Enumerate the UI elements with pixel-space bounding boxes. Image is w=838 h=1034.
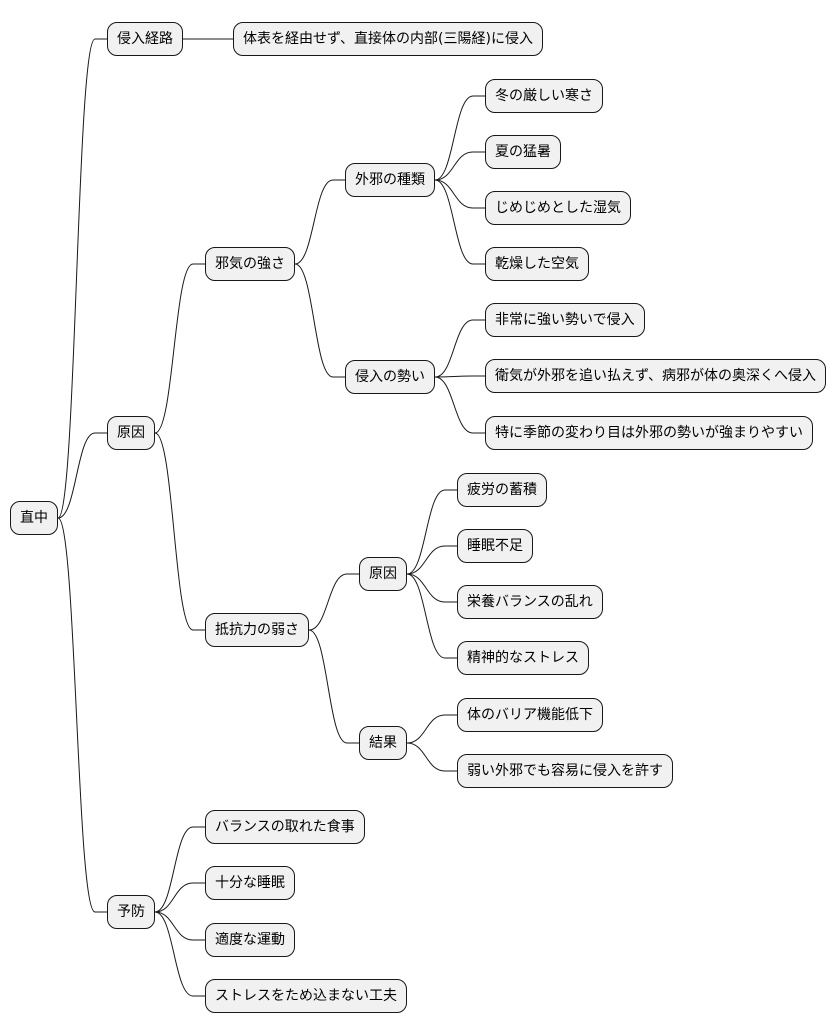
leaf-defensive-qi-fails: 衛気が外邪を追い払えず、病邪が体の奥深くへ侵入 <box>485 359 827 393</box>
connector-node-cause-to-node-weak-resistance <box>154 432 205 631</box>
connector-root-node-to-node-cause <box>57 432 107 519</box>
connector-node-resistance-cause-to-leaf-mental-stress <box>406 573 457 659</box>
leaf-winter-cold: 冬の厳しい寒さ <box>485 79 603 113</box>
connector-node-resistance-cause-to-leaf-nutrition-imbalance <box>406 573 457 603</box>
node-invasion-force: 侵入の勢い <box>345 360 435 394</box>
node-cause: 原因 <box>107 416 155 450</box>
leaf-moderate-exercise: 適度な運動 <box>205 923 295 957</box>
leaf-nutrition-imbalance: 栄養バランスの乱れ <box>457 585 603 619</box>
leaf-enough-sleep: 十分な睡眠 <box>205 866 295 900</box>
connector-node-prevention-to-leaf-stress-management <box>154 911 205 997</box>
leaf-season-change: 特に季節の変わり目は外邪の勢いが強まりやすい <box>485 416 813 450</box>
node-prevention: 予防 <box>107 895 155 929</box>
connector-node-resistance-result-to-leaf-barrier-decline <box>406 714 457 744</box>
connector-node-pathogen-types-to-leaf-dry-air <box>434 179 485 265</box>
connector-node-invasion-force-to-leaf-defensive-qi-fails <box>434 375 485 378</box>
connector-node-prevention-to-leaf-enough-sleep <box>154 882 205 913</box>
leaf-fatigue: 疲労の蓄積 <box>457 473 547 507</box>
node-resistance-result: 結果 <box>359 726 407 760</box>
leaf-strong-invasion: 非常に強い勢いで侵入 <box>485 303 645 337</box>
node-pathogen-types: 外邪の種類 <box>345 163 435 197</box>
node-route-detail: 体表を経由せず、直接体の内部(三陽経)に侵入 <box>233 22 543 56</box>
leaf-stress-management: ストレスをため込まない工夫 <box>205 979 407 1013</box>
node-invasion-route: 侵入経路 <box>107 22 183 56</box>
connector-node-pathogen-types-to-leaf-summer-heat <box>434 151 485 181</box>
connector-node-pathogen-types-to-leaf-winter-cold <box>434 95 485 181</box>
leaf-sleep-deprivation: 睡眠不足 <box>457 529 533 563</box>
connector-node-pathogen-types-to-leaf-humidity <box>434 179 485 209</box>
connector-node-prevention-to-leaf-balanced-diet <box>154 826 205 913</box>
node-evil-qi-strength: 邪気の強さ <box>205 247 295 281</box>
leaf-dry-air: 乾燥した空気 <box>485 247 589 281</box>
root-node: 直中 <box>10 501 58 535</box>
connector-node-evil-qi-strength-to-node-invasion-force <box>294 263 345 378</box>
connector-node-cause-to-node-evil-qi-strength <box>154 263 205 434</box>
leaf-balanced-diet: バランスの取れた食事 <box>205 810 365 844</box>
node-resistance-cause: 原因 <box>359 557 407 591</box>
connector-node-invasion-force-to-leaf-strong-invasion <box>434 319 485 378</box>
connector-node-weak-resistance-to-node-resistance-cause <box>308 573 359 631</box>
connector-node-resistance-result-to-leaf-easy-invasion <box>406 742 457 772</box>
leaf-mental-stress: 精神的なストレス <box>457 641 589 675</box>
leaf-barrier-decline: 体のバリア機能低下 <box>457 698 603 732</box>
connector-node-prevention-to-leaf-moderate-exercise <box>154 911 205 941</box>
connector-node-resistance-cause-to-leaf-fatigue <box>406 489 457 575</box>
connector-root-node-to-node-prevention <box>57 517 107 913</box>
connector-root-node-to-node-invasion-route <box>57 38 107 519</box>
leaf-summer-heat: 夏の猛暑 <box>485 135 561 169</box>
connector-node-evil-qi-strength-to-node-pathogen-types <box>294 179 345 265</box>
leaf-easy-invasion: 弱い外邪でも容易に侵入を許す <box>457 754 673 788</box>
connector-node-weak-resistance-to-node-resistance-result <box>308 629 359 744</box>
connector-node-resistance-cause-to-leaf-sleep-deprivation <box>406 545 457 575</box>
connector-node-invasion-force-to-leaf-season-change <box>434 376 485 434</box>
node-weak-resistance: 抵抗力の弱さ <box>205 613 309 647</box>
leaf-humidity: じめじめとした湿気 <box>485 191 631 225</box>
